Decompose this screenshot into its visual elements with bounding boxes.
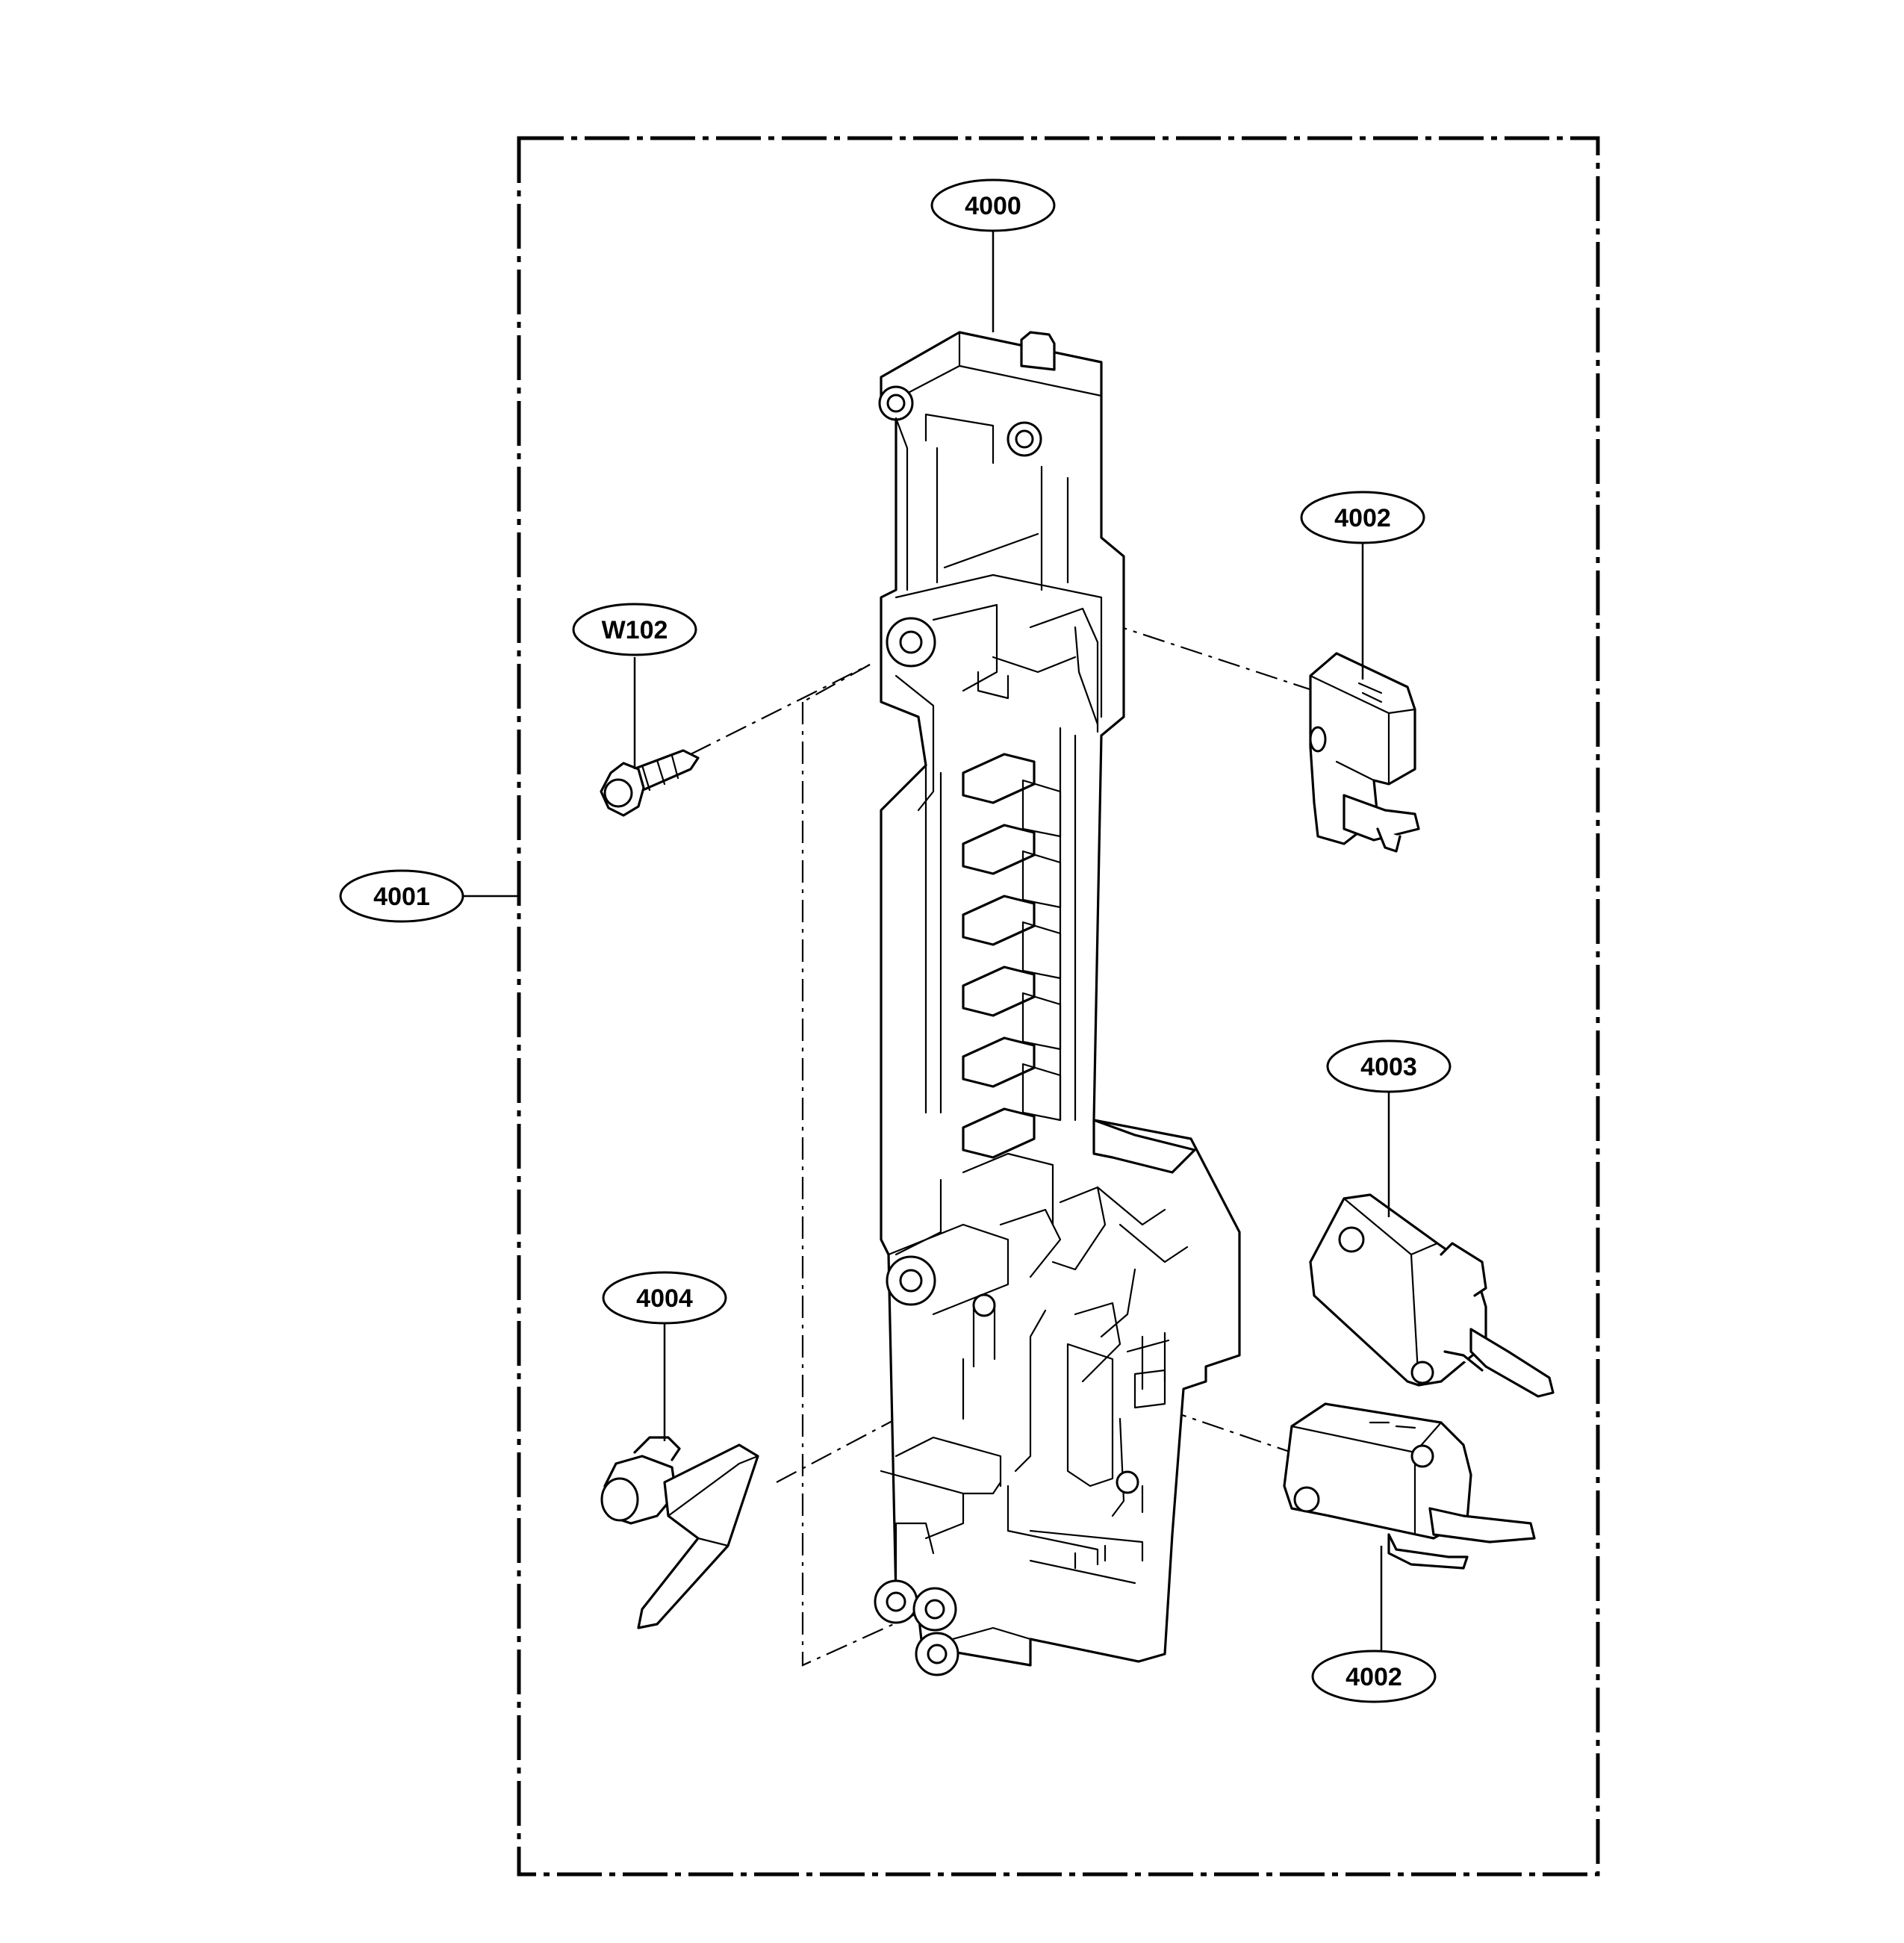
micro-switch-4002-lower — [1283, 1402, 1536, 1570]
callout-4000-text: 4000 — [965, 192, 1021, 220]
callout-4000: 4000 — [930, 178, 1056, 232]
latch-lever-4004 — [600, 1436, 759, 1629]
callout-4004: 4004 — [602, 1271, 727, 1325]
interlock-bracket-4000 — [874, 331, 1241, 1676]
callout-W102: W102 — [572, 603, 697, 656]
callout-4002-upper: 4002 — [1300, 491, 1425, 544]
callout-4004-text: 4004 — [636, 1284, 693, 1313]
callout-4002-upper-text: 4002 — [1334, 504, 1391, 532]
callout-4003: 4003 — [1326, 1039, 1452, 1093]
callout-4002-lower: 4002 — [1311, 1650, 1437, 1703]
leader-lines — [463, 231, 1390, 1650]
callout-W102-text: W102 — [602, 616, 668, 644]
assembly-frame — [517, 136, 1600, 1877]
screw-W102 — [600, 749, 700, 817]
callout-4001: 4001 — [339, 869, 464, 923]
callout-4002-lower-text: 4002 — [1345, 1663, 1402, 1691]
callout-4001-text: 4001 — [373, 883, 430, 911]
micro-switch-4002-upper — [1309, 652, 1420, 853]
micro-switch-4003 — [1309, 1193, 1555, 1398]
callout-4003-text: 4003 — [1360, 1053, 1417, 1081]
